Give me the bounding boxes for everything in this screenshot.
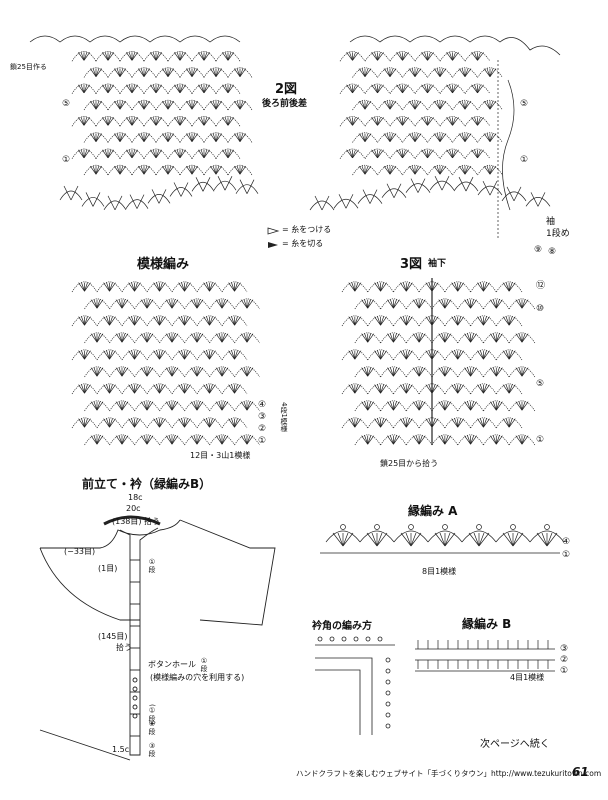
diagram-3-row: ⑩ bbox=[536, 304, 545, 314]
sleeve-flare bbox=[59, 175, 551, 211]
pattern-row: ① bbox=[258, 436, 267, 446]
chain-edge bbox=[349, 35, 561, 56]
edge-a-row: ① bbox=[562, 550, 571, 560]
pick-138-label: (138目) 拾う bbox=[112, 517, 161, 526]
buttonhole-note: (模様編みの穴を利用する) bbox=[150, 673, 245, 682]
row-marker: ① bbox=[62, 155, 71, 165]
cardigan-outline bbox=[39, 515, 276, 761]
edge-b-footer: 4目1模様 bbox=[510, 673, 545, 682]
row-marker: ⑤ bbox=[62, 99, 71, 109]
bottom-width: 1.5c bbox=[112, 745, 130, 754]
side-row-mark: ①段 bbox=[148, 558, 156, 573]
legend-attach: = 糸をつける bbox=[282, 225, 332, 234]
edge-b-row: ③ bbox=[560, 644, 569, 654]
corner-chart bbox=[315, 636, 395, 735]
row-marker: ⑧ bbox=[548, 247, 557, 257]
sleeve-round-label: 1段め bbox=[546, 229, 570, 239]
row3-label: ③段 bbox=[148, 742, 156, 757]
pattern-footer: 12目・3山1模様 bbox=[190, 451, 251, 460]
row-marker: ⑨ bbox=[534, 245, 543, 255]
row-marker: ⑤ bbox=[520, 99, 529, 109]
width-top: 18c bbox=[128, 493, 143, 502]
edge-a-title: 縁編み A bbox=[408, 504, 458, 518]
diagram-3-footer: 鎖25目から拾う bbox=[380, 459, 439, 468]
corner-title: 衿角の編み方 bbox=[312, 621, 372, 632]
one-stitch-label: (1目) bbox=[98, 564, 118, 573]
pattern-lattice bbox=[71, 281, 260, 446]
edge-b-title: 縁編み B bbox=[462, 617, 512, 631]
diagram-3-row: ⑤ bbox=[536, 379, 545, 389]
diagram-3-title: 3図 bbox=[400, 257, 423, 272]
diagram-2-right-lattice bbox=[339, 51, 503, 176]
row8-label: ⑧段 bbox=[148, 720, 156, 735]
edge-a-chart bbox=[320, 524, 565, 554]
row-marker: ① bbox=[520, 155, 529, 165]
edge-a-footer: 8目1模様 bbox=[422, 567, 457, 576]
diagram-3-lattice bbox=[341, 281, 536, 446]
website-footer: ハンドクラフトを楽しむウェブサイト「手づくりタウン」http://www.tez… bbox=[296, 769, 602, 778]
pattern-row: ④ bbox=[258, 400, 267, 410]
legend-cut: = 糸を切る bbox=[282, 239, 324, 248]
edge-b-row: ② bbox=[560, 655, 569, 665]
diagram-2-title: 2図 bbox=[275, 82, 298, 97]
edge-b-row: ① bbox=[560, 666, 569, 676]
next-page-note: 次ページへ続く bbox=[480, 739, 550, 750]
diagram-2-left-lattice bbox=[71, 51, 253, 176]
buttonhole-label: ボタンホール bbox=[148, 660, 196, 669]
row1-label: ①段 bbox=[200, 657, 208, 672]
width-bottom: 20c bbox=[126, 504, 141, 513]
page-number: 61 bbox=[572, 765, 589, 779]
diagram-3-row: ① bbox=[536, 435, 545, 445]
cut-arrow-icon bbox=[268, 242, 278, 248]
minus-33-label: (−33目) bbox=[64, 547, 96, 556]
chain-edge bbox=[29, 35, 241, 43]
diagram-2-chart bbox=[29, 35, 561, 248]
pick-145-label: (145目) bbox=[98, 632, 128, 641]
pick-145-label-2: 拾う bbox=[116, 643, 132, 652]
edge-b-chart bbox=[415, 640, 555, 672]
diagram-3-row: ⑫ bbox=[536, 281, 546, 291]
pattern-repeat-label: 4段1模様 bbox=[280, 402, 288, 432]
diagram-2-subtitle: 後ろ前後差 bbox=[262, 99, 308, 109]
side-chain-2 bbox=[502, 79, 515, 211]
paren-row1-label: (①段) bbox=[148, 704, 156, 725]
attach-arrow-icon bbox=[267, 227, 280, 235]
pattern-title: 模様編み bbox=[137, 257, 190, 272]
edge-a-row: ④ bbox=[562, 537, 571, 547]
pattern-row: ③ bbox=[258, 412, 267, 422]
sleeve-label: 袖 bbox=[546, 217, 556, 227]
chain-start-label: 鎖25目作る bbox=[10, 63, 47, 71]
diagram-3-subtitle: 袖下 bbox=[428, 259, 447, 269]
pattern-row: ② bbox=[258, 424, 267, 434]
front-title: 前立て・衿（緑編みB） bbox=[82, 477, 212, 491]
